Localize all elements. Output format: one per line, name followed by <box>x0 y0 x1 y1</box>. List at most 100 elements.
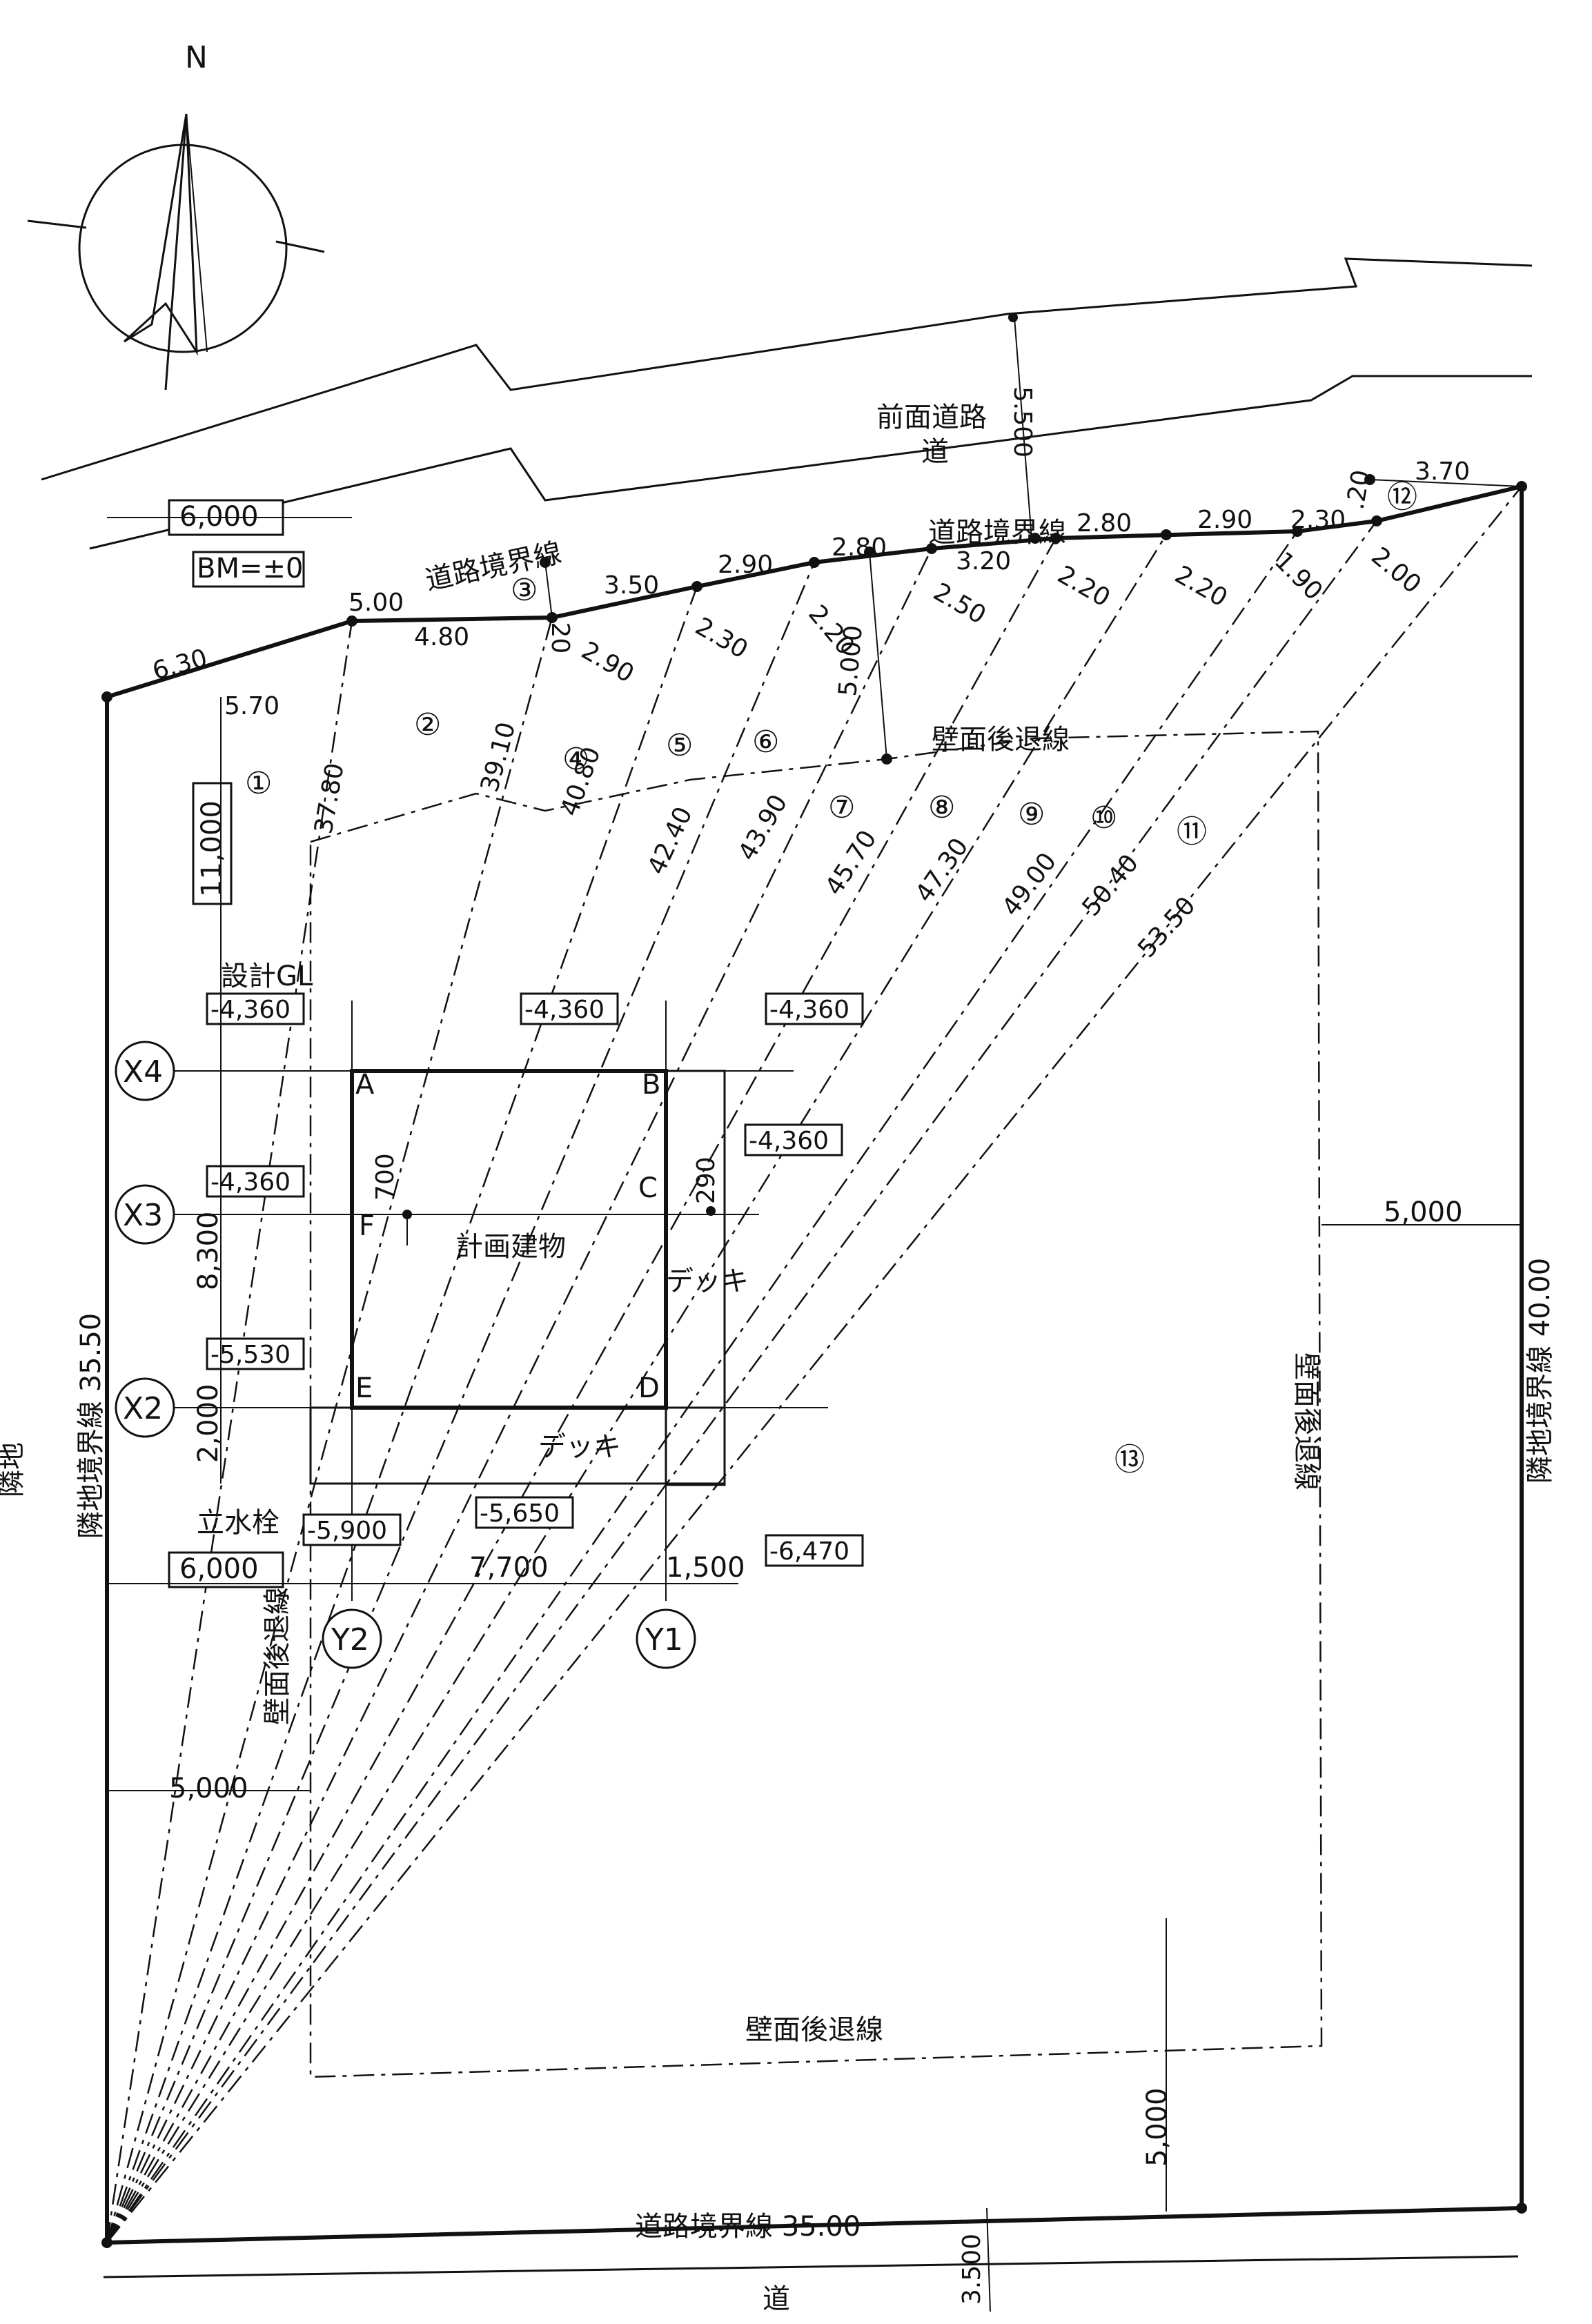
north-label: N <box>185 40 208 75</box>
corner-f: F <box>359 1210 375 1242</box>
svg-text:⑩: ⑩ <box>1090 800 1117 836</box>
svg-text:Y2: Y2 <box>331 1622 369 1657</box>
svg-text:-5,900: -5,900 <box>307 1517 387 1545</box>
dim-290: 290 <box>692 1156 720 1204</box>
svg-text:45.70: 45.70 <box>820 825 883 900</box>
corner-d: D <box>638 1372 660 1404</box>
svg-text:⑫: ⑫ <box>1387 480 1417 515</box>
corner-e: E <box>355 1372 373 1404</box>
level-water: -5,900 <box>302 1513 402 1546</box>
level-f: -4,360 <box>206 1165 305 1198</box>
radial-lines <box>106 486 1522 2243</box>
road-boundary-bottom: 道路境界線 35.00 <box>635 2211 861 2243</box>
deck-side-label: デッキ <box>666 1266 749 1297</box>
level-a: -4,360 <box>206 992 305 1025</box>
deck-bottom-label: デッキ <box>538 1431 621 1463</box>
road-boundary-top: 道路境界線 <box>423 537 564 597</box>
dimension-lines <box>107 517 1522 2212</box>
svg-text:⑧: ⑧ <box>928 790 955 825</box>
site-boundary[interactable] <box>105 484 1524 2245</box>
svg-text:39.10: 39.10 <box>475 719 521 795</box>
svg-text:2.30: 2.30 <box>1290 506 1346 534</box>
svg-text:2.80: 2.80 <box>1077 509 1132 538</box>
level-deck-bottom: -5,650 <box>475 1496 574 1529</box>
grid-bubble-x3[interactable]: X3 <box>115 1184 175 1245</box>
level-corner: -6,470 <box>765 1534 864 1567</box>
svg-text:1.90: 1.90 <box>1269 546 1328 606</box>
svg-text:-4,360: -4,360 <box>749 1127 829 1155</box>
svg-text:11,000: 11,000 <box>196 800 228 897</box>
svg-text:⑪: ⑪ <box>1177 814 1207 849</box>
svg-text:5.00: 5.00 <box>348 589 404 617</box>
svg-text:2.00: 2.00 <box>1366 542 1426 599</box>
svg-text:-4,360: -4,360 <box>210 996 291 1024</box>
svg-text:42.40: 42.40 <box>642 802 698 879</box>
grid-bubble-y2[interactable]: Y2 <box>322 1608 382 1669</box>
boundary-points <box>101 474 1527 2248</box>
deck-side[interactable] <box>665 1070 726 1486</box>
svg-text:-5,530: -5,530 <box>210 1341 291 1369</box>
svg-text:6,000: 6,000 <box>179 1553 259 1585</box>
svg-text:53.50: 53.50 <box>1132 892 1201 963</box>
svg-text:①: ① <box>245 766 272 801</box>
dim-7700: 7,700 <box>469 1552 549 1584</box>
svg-text:4.80: 4.80 <box>414 623 469 651</box>
road-boundary-top-right: 道路境界線 <box>928 517 1066 549</box>
svg-text:6.30: 6.30 <box>150 644 210 685</box>
svg-text:2.30: 2.30 <box>691 612 753 664</box>
level-e: -5,530 <box>206 1337 305 1370</box>
dim-2000: 2,000 <box>193 1383 224 1463</box>
grid-bubble-x4[interactable]: X4 <box>115 1041 175 1101</box>
svg-text:2.20: 2.20 <box>1053 560 1115 613</box>
setback-right-label: 壁面後退線 <box>1290 1352 1322 1490</box>
svg-text:⑥: ⑥ <box>752 725 779 760</box>
rear-road-width-line <box>986 2207 991 2312</box>
svg-text:43.90: 43.90 <box>733 790 793 866</box>
svg-text:2.80: 2.80 <box>832 533 887 562</box>
dim-bottom-5000: 5,000 <box>1141 2087 1173 2167</box>
water-plug-label: 立水栓 <box>197 1507 279 1539</box>
svg-text:.20: .20 <box>546 614 574 653</box>
svg-text:②: ② <box>414 707 441 742</box>
setback-left-label: 壁面後退線 <box>262 1587 293 1725</box>
front-road-far-edge <box>41 257 1533 481</box>
front-road-width-line <box>1014 317 1032 539</box>
svg-text:5.000: 5.000 <box>834 624 868 698</box>
north-arrow-icon <box>27 113 325 391</box>
dim-left-11000: 11,000 <box>192 782 233 905</box>
dim-700: 700 <box>371 1153 400 1201</box>
dim-bottom-6000: 6,000 <box>168 1551 284 1588</box>
svg-text:2.90: 2.90 <box>718 551 773 579</box>
svg-text:⑬: ⑬ <box>1114 1442 1145 1477</box>
deck-bottom[interactable] <box>309 1406 726 1485</box>
svg-text:2.20: 2.20 <box>1170 560 1232 613</box>
building-label: 計画建物 <box>455 1231 566 1263</box>
svg-text:-5,650: -5,650 <box>480 1499 560 1528</box>
dim-right-5000: 5,000 <box>1384 1197 1463 1228</box>
corner-a: A <box>355 1069 375 1101</box>
level-deck-top: -4,360 <box>765 992 864 1025</box>
grid-bubble-x2[interactable]: X2 <box>115 1377 175 1438</box>
front-road-char: 道 <box>921 436 949 468</box>
svg-text:X2: X2 <box>123 1391 163 1426</box>
setback-top-label: 壁面後退線 <box>932 724 1070 756</box>
front-road-near-edge <box>89 375 1532 550</box>
rear-road-edge <box>103 2255 1519 2278</box>
svg-text:.20: .20 <box>1341 468 1375 512</box>
dim-left-5000: 5,000 <box>169 1773 248 1804</box>
svg-text:⑦: ⑦ <box>828 790 855 825</box>
neighbor-boundary-left: 隣地境界線 35.50 <box>75 1313 107 1539</box>
svg-text:5.70: 5.70 <box>224 692 279 720</box>
svg-text:-4,360: -4,360 <box>210 1168 291 1197</box>
corner-c: C <box>638 1172 658 1204</box>
svg-text:③: ③ <box>511 573 538 608</box>
grid-bubble-y1[interactable]: Y1 <box>636 1608 696 1669</box>
svg-text:⑨: ⑨ <box>1018 797 1045 832</box>
svg-text:37.80: 37.80 <box>309 761 349 836</box>
neighbor-boundary-right: 隣地境界線 40.00 <box>1524 1258 1556 1484</box>
svg-text:BM=±0: BM=±0 <box>197 553 303 584</box>
setback-line <box>309 730 1323 2078</box>
dim-8300: 8,300 <box>193 1211 224 1290</box>
design-gl-label: 設計GL <box>221 961 313 992</box>
